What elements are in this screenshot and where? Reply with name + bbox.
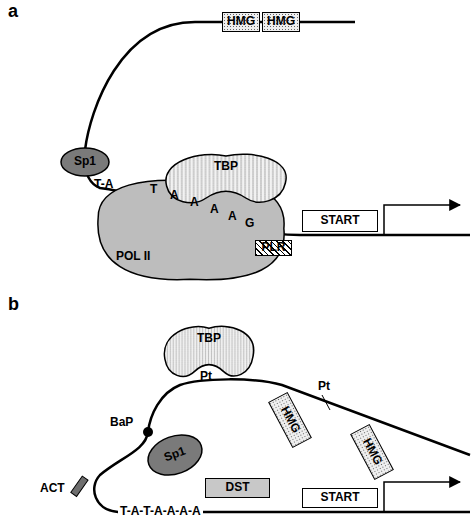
hmg-box: HMG <box>268 392 312 448</box>
sequence-label: T-A-T-A-A-A-A <box>118 505 203 518</box>
sp1-factor: Sp1 <box>60 147 110 177</box>
start-box: START <box>302 210 378 232</box>
sequence-letter: A <box>190 196 199 209</box>
node-label: HMG <box>278 405 303 436</box>
adduct-link <box>322 395 330 410</box>
adduct-dot <box>143 427 153 437</box>
panel-label: b <box>8 295 19 315</box>
dna-strand <box>94 379 470 512</box>
start-box: START <box>302 488 378 508</box>
node-label: Sp1 <box>74 155 96 168</box>
node-label: DST <box>226 481 250 494</box>
node-label: HMG <box>267 15 295 28</box>
ellipse-shape <box>61 148 109 176</box>
start-arrow <box>384 205 460 235</box>
adduct-label: BaP <box>110 416 133 429</box>
node-label: HMG <box>227 15 255 28</box>
panel-label: a <box>8 2 18 22</box>
sequence-letter: T-A <box>94 178 113 191</box>
plr-site: PLR <box>255 240 292 256</box>
sequence-letter: T <box>150 183 157 196</box>
hmg-box: HMG <box>222 12 260 32</box>
start-arrow <box>384 482 460 512</box>
platinum-label: Pt <box>200 370 212 383</box>
node-label: PLR <box>262 241 286 254</box>
ellipse-shape <box>142 428 207 482</box>
node-label: POL II <box>116 250 150 263</box>
sequence-letter: G <box>245 217 254 230</box>
node-label: START <box>320 491 359 504</box>
protein-shape <box>164 326 253 376</box>
sequence-letter: A <box>210 203 219 216</box>
platinum-label: Pt <box>318 380 330 393</box>
adduct-mark <box>71 476 88 496</box>
node-outline <box>160 150 292 210</box>
node-label: TBP <box>214 160 238 173</box>
act-adduct: ACT <box>40 474 90 504</box>
node-label: ACT <box>40 482 65 495</box>
node-label: TBP <box>197 332 221 345</box>
sequence-letter: A <box>170 189 179 202</box>
dst-box: DST <box>205 478 270 498</box>
node-label: START <box>320 214 359 227</box>
tbp-protein: TBP <box>160 150 292 210</box>
sequence-letter: A <box>228 210 237 223</box>
protein-shape <box>98 180 284 280</box>
hmg-box: HMG <box>262 12 300 32</box>
node-label: HMG <box>360 437 385 468</box>
hmg-box: HMG <box>350 424 394 480</box>
